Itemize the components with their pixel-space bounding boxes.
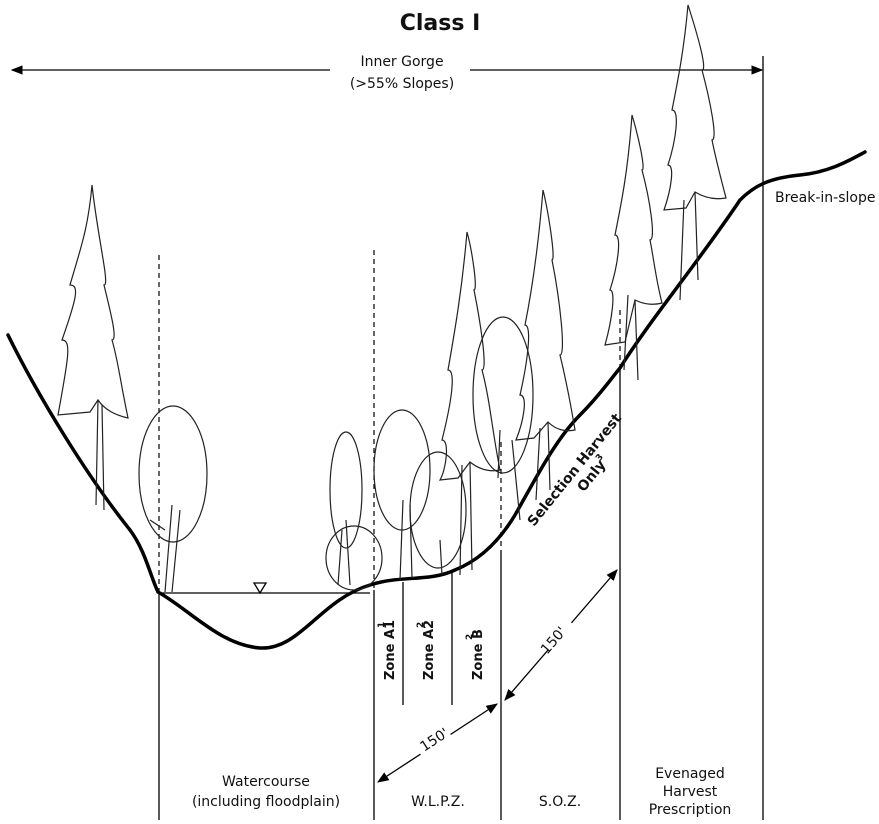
evenaged-label: Evenaged [655,766,725,782]
inner-gorge-label-bg [330,56,470,96]
conifer-tree-soz [515,189,576,501]
soz-label: S.O.Z. [539,794,581,810]
diagram-title: Class I [400,11,481,36]
wlpz-label: W.L.P.Z. [411,794,465,810]
ground-profile [6,150,867,650]
evenaged-prescription-label: Prescription [649,802,732,818]
broadleaf-tree-zone-b [472,316,534,521]
water-level-symbol [252,582,268,595]
zone-a2-label: Zone A2 [422,620,437,680]
evenaged-harvest-label: Harvest [663,784,718,800]
conifer-tree-left [57,184,129,511]
zone-b-label: Zone B [471,629,486,680]
zone-b-superscript: 2 [465,634,475,640]
conifer-tree-center [438,231,501,576]
inner-gorge-sublabel: (>55% Slopes) [350,76,454,92]
soz-150ft-label-bg [537,614,579,656]
broadleaf-tree-zone-a2 [409,451,467,576]
broadleaf-tree-small-1 [329,431,363,586]
break-in-slope-label: Break-in-slope [775,190,875,206]
watercourse-label: Watercourse [222,774,310,790]
wlpz-150ft-label-bg [414,725,458,765]
watercourse-sublabel: (including floodplain) [192,794,340,810]
broadleaf-tree-small-2 [325,525,383,591]
selection-harvest-superscript: 3 [594,453,606,464]
inner-gorge-label: Inner Gorge [360,54,443,70]
broadleaf-tree-left [138,405,208,593]
conifer-tree-evenaged-left [604,114,663,381]
conifer-tree-evenaged-right [663,4,727,301]
zone-a2-superscript: 2 [416,622,426,628]
zone-a1-superscript: 1 [377,622,387,628]
zone-a1-label: Zone A1 [383,620,398,680]
